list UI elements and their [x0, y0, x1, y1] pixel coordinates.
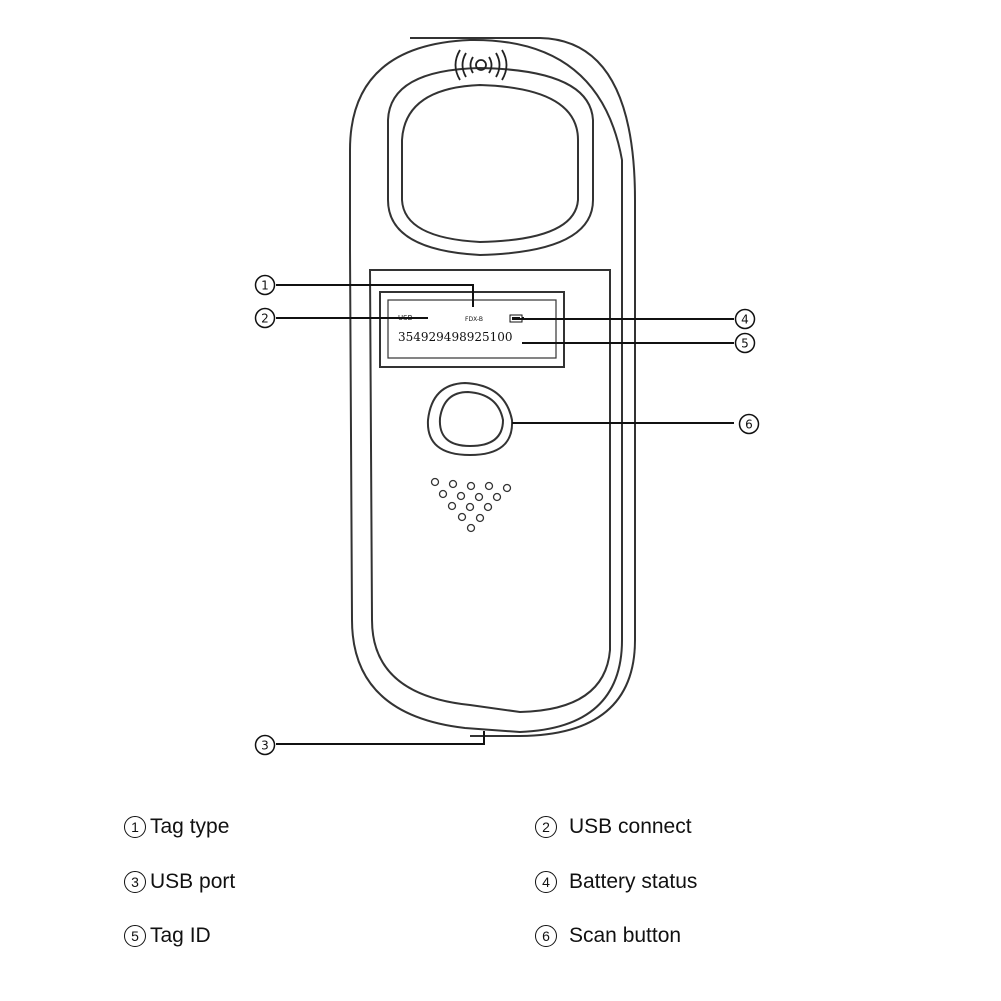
- callout-2-number: 2: [261, 312, 269, 326]
- speaker-hole: [483, 502, 493, 512]
- device-back-shell: [410, 37, 636, 737]
- speaker-hole: [457, 512, 467, 522]
- lcd-window: [387, 299, 557, 359]
- speaker-hole: [484, 481, 494, 491]
- speaker-hole: [502, 483, 512, 493]
- callout-1-number: 1: [261, 279, 269, 293]
- speaker-hole: [456, 491, 466, 501]
- speaker-hole: [438, 489, 448, 499]
- handle-opening-inner: [401, 83, 579, 244]
- lcd-tag-id: 354929498925100: [398, 330, 513, 344]
- speaker-grille: [430, 477, 512, 533]
- speaker-hole: [447, 501, 457, 511]
- speaker-hole: [448, 479, 458, 489]
- device-inner-panel: [368, 269, 611, 714]
- handle-opening: [387, 66, 594, 257]
- callout-line-3: [276, 731, 485, 745]
- speaker-hole: [430, 477, 440, 487]
- scan-button-inner: [438, 390, 505, 448]
- speaker-hole: [492, 492, 502, 502]
- speaker-hole: [475, 513, 485, 523]
- scan-button-outer: [426, 381, 514, 457]
- callout-3-number: 3: [261, 739, 269, 753]
- lcd-tag-type: FDX-B: [465, 316, 483, 323]
- device-body-outline: [349, 38, 623, 734]
- callout-5-number: 5: [741, 337, 749, 351]
- speaker-hole: [466, 481, 476, 491]
- speaker-hole: [474, 492, 484, 502]
- callout-4-number: 4: [741, 313, 749, 327]
- nfc-wireless-icon: [454, 49, 508, 81]
- speaker-hole: [466, 523, 476, 533]
- speaker-hole: [465, 502, 475, 512]
- callout-line-1: [276, 284, 474, 307]
- callout-6-number: 6: [745, 418, 753, 432]
